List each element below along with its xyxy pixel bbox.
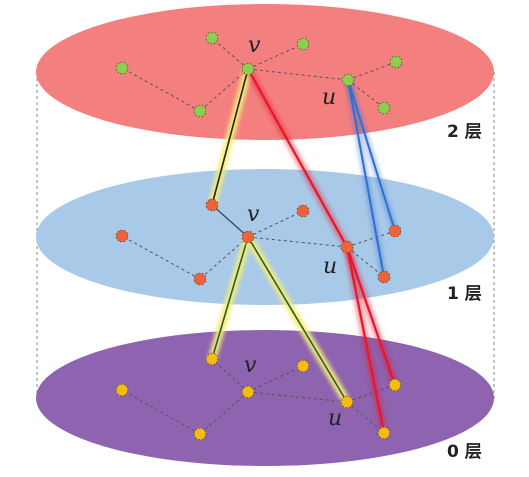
layer-0-disk [36,330,494,466]
layer-1-disk [36,169,494,305]
graph-node [193,272,207,286]
red-search-path [244,67,399,434]
layer-2-nodes [115,31,403,118]
graph-node [377,426,391,440]
graph-node [389,55,403,69]
graph-node [340,395,354,409]
graph-node [115,229,129,243]
graph-node [241,62,255,76]
graph-node [205,31,219,45]
graph-node [340,240,354,254]
yellow-search-path [208,67,351,405]
graph-node [296,359,310,373]
graph-node [193,104,207,118]
node-label-v-layer-0: v [244,353,257,378]
layer-2-edges [121,37,397,112]
node-label-u-layer-0: u [328,406,342,431]
graph-node [193,427,207,441]
blue-search-path [345,79,398,278]
layer-1-nodes [115,198,402,286]
layer-label-1: 1 层 [447,284,482,304]
graph-node [115,61,129,75]
graph-node [205,352,219,366]
node-label-u-layer-1: u [323,254,337,279]
graph-node [205,198,219,212]
graph-node [241,385,255,399]
node-label-v-layer-2: v [248,33,261,58]
layer-0-nodes [115,352,402,441]
graph-node [296,204,310,218]
layer-0-edges [121,358,396,435]
graph-node [377,101,391,115]
layer-label-0: 0 层 [447,442,482,462]
graph-node [377,270,391,284]
node-label-u-layer-2: u [322,85,336,110]
graph-node [296,37,310,51]
graph-node [115,383,129,397]
layer-label-2: 2 层 [447,122,482,142]
graph-node [341,73,355,87]
node-label-v-layer-1: v [247,202,260,227]
layer-2-disk [36,4,494,140]
graph-node [241,230,255,244]
graph-node [388,224,402,238]
graph-node [388,378,402,392]
